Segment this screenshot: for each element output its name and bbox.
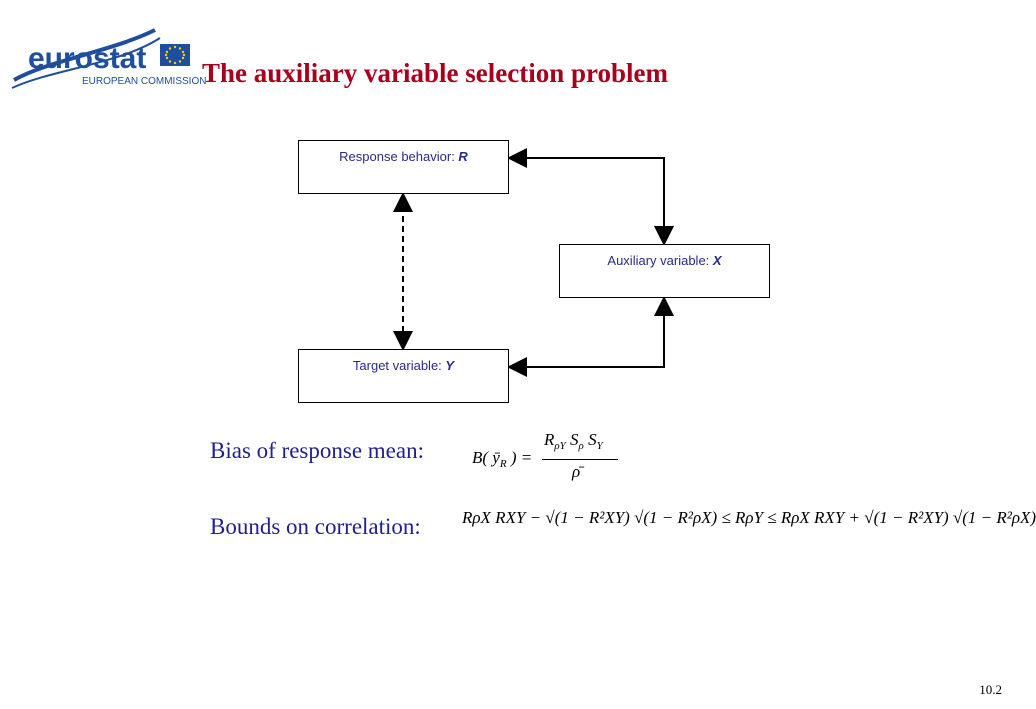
bias-label: Bias of response mean: [210, 438, 424, 463]
response-behavior-box: Response behavior: R [298, 140, 509, 194]
auxiliary-variable-box: Auxiliary variable: X [559, 244, 770, 298]
eurostat-logo: eurostat EUROPEAN COMMISSION [10, 24, 206, 96]
eurostat-logo-graphic: eurostat EUROPEAN COMMISSION [11, 28, 206, 89]
target-box-label: Target variable: [352, 358, 446, 373]
target-variable-box: Target variable: Y [298, 349, 509, 403]
bias-lhs: B( ȳR ) = [472, 448, 533, 470]
eu-flag-icon [160, 44, 190, 66]
bias-numerator: RρY Sρ SY [544, 430, 603, 452]
bias-formula: B( ȳR ) = RρY Sρ SY ρ̄ [472, 430, 622, 488]
edge-response-auxiliary [507, 148, 674, 246]
auxiliary-box-symbol: X [712, 253, 722, 268]
auxiliary-box-label: Auxiliary variable: [607, 253, 713, 268]
target-box-symbol: Y [445, 358, 455, 373]
logo-brand-text: eurostat [28, 42, 146, 75]
bounds-formula: RρX RXY − √(1 − R²XY) √(1 − R²ρX) ≤ RρY … [462, 508, 1036, 527]
fraction-bar [542, 459, 618, 460]
edge-auxiliary-target [507, 296, 674, 377]
bounds-label: Bounds on correlation: [210, 514, 421, 539]
page-number: 10.2 [979, 682, 1002, 697]
response-box-symbol: R [458, 149, 468, 164]
logo-subtitle-text: EUROPEAN COMMISSION [82, 76, 206, 87]
response-box-label: Response behavior: [339, 149, 459, 164]
bias-denominator: ρ̄ [572, 462, 581, 481]
slide-title: The auxiliary variable selection problem [202, 58, 668, 88]
